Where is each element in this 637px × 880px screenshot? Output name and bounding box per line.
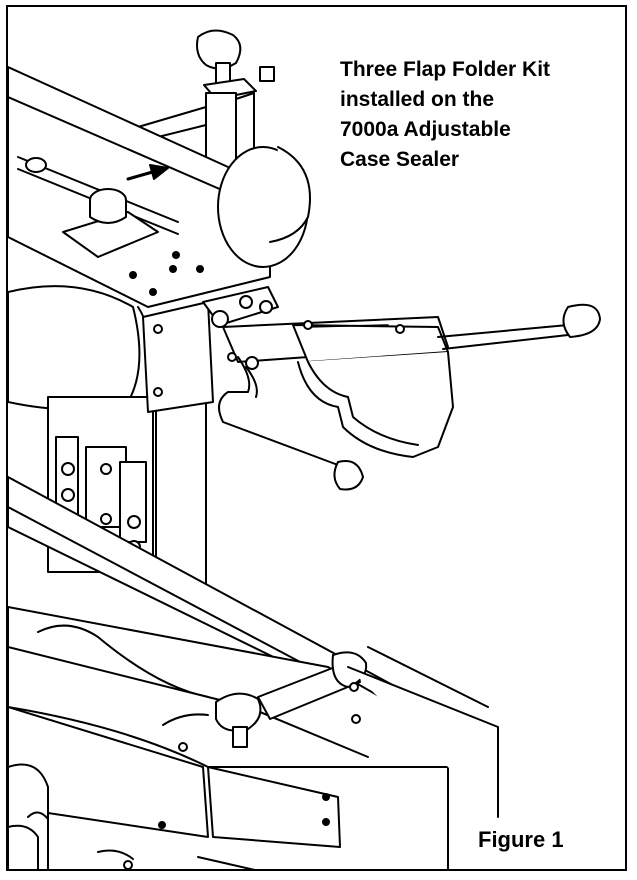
lower-knob-assembly: [162, 651, 368, 748]
lower-conveyor-bed: [8, 476, 499, 869]
caption-line-4: Case Sealer: [340, 148, 460, 171]
caption-line-2: installed on the: [340, 88, 495, 111]
flap-folder-kit: [202, 286, 601, 491]
case-sealer-illustration: [8, 29, 601, 869]
figure-frame: Three Flap Folder Kit installed on the 7…: [6, 5, 627, 871]
left-roller-and-columns: [8, 285, 214, 598]
figure-label: Figure 1: [478, 827, 564, 852]
caption-line-1: Three Flap Folder Kit: [340, 58, 551, 81]
caption-line-3: 7000a Adjustable: [340, 118, 511, 141]
upper-head-assembly: [8, 66, 311, 308]
figure-caption: Three Flap Folder Kit installed on the 7…: [340, 55, 620, 175]
machine-frame-edge: [347, 646, 499, 818]
